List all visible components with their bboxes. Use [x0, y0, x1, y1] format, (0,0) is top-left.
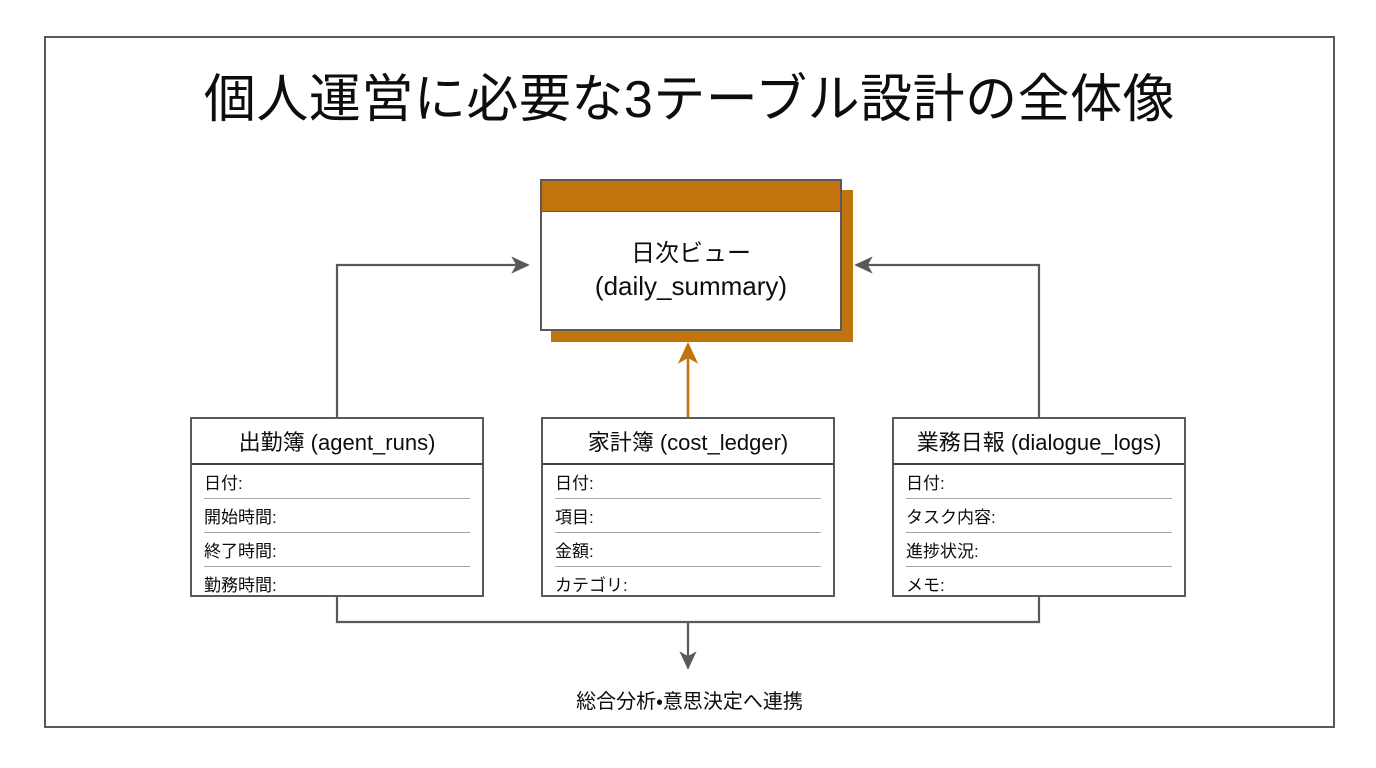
field-row: 終了時間:: [204, 533, 470, 567]
field-row: メモ:: [906, 576, 945, 595]
field-row: 金額:: [555, 533, 821, 567]
table-header-agent-runs: 出勤簿 (agent_runs): [192, 419, 482, 465]
table-body-agent-runs: 日付: 開始時間: 終了時間: 勤務時間:: [192, 465, 482, 600]
field-row: タスク内容:: [906, 499, 1172, 533]
footer-caption: 総合分析・意思決定へ連携: [576, 691, 803, 713]
field-row: 開始時間:: [204, 499, 470, 533]
field-row: 項目:: [555, 499, 821, 533]
summary-box-label: 日次ビュー (daily_summary): [542, 212, 840, 330]
field-row: 日付:: [906, 465, 1172, 499]
field-row: 進捗状況:: [906, 533, 1172, 567]
summary-box-title: 日次ビュー: [631, 240, 751, 267]
table-header-dialogue-logs: 業務日報 (dialogue_logs): [894, 419, 1184, 465]
table-card-agent-runs[interactable]: 出勤簿 (agent_runs) 日付: 開始時間: 終了時間: 勤務時間:: [190, 417, 484, 597]
slide-frame: [44, 36, 1335, 728]
summary-box-subtitle: (daily_summary): [594, 270, 788, 301]
field-row: カテゴリ:: [555, 576, 628, 595]
summary-box-accent-band: [542, 181, 840, 212]
field-row: 勤務時間:: [204, 576, 277, 595]
table-header-cost-ledger: 家計簿 (cost_ledger): [543, 419, 833, 465]
field-row: 日付:: [555, 465, 821, 499]
field-row: 日付:: [204, 465, 470, 499]
table-body-cost-ledger: 日付: 項目: 金額: カテゴリ:: [543, 465, 833, 600]
table-card-cost-ledger[interactable]: 家計簿 (cost_ledger) 日付: 項目: 金額: カテゴリ:: [541, 417, 835, 597]
summary-box[interactable]: 日次ビュー (daily_summary): [540, 179, 842, 331]
table-card-dialogue-logs[interactable]: 業務日報 (dialogue_logs) 日付: タスク内容: 進捗状況: メモ…: [892, 417, 1186, 597]
page-title: 個人運営に必要な3テーブル設計の全体像: [203, 71, 1176, 129]
table-body-dialogue-logs: 日付: タスク内容: 進捗状況: メモ:: [894, 465, 1184, 600]
